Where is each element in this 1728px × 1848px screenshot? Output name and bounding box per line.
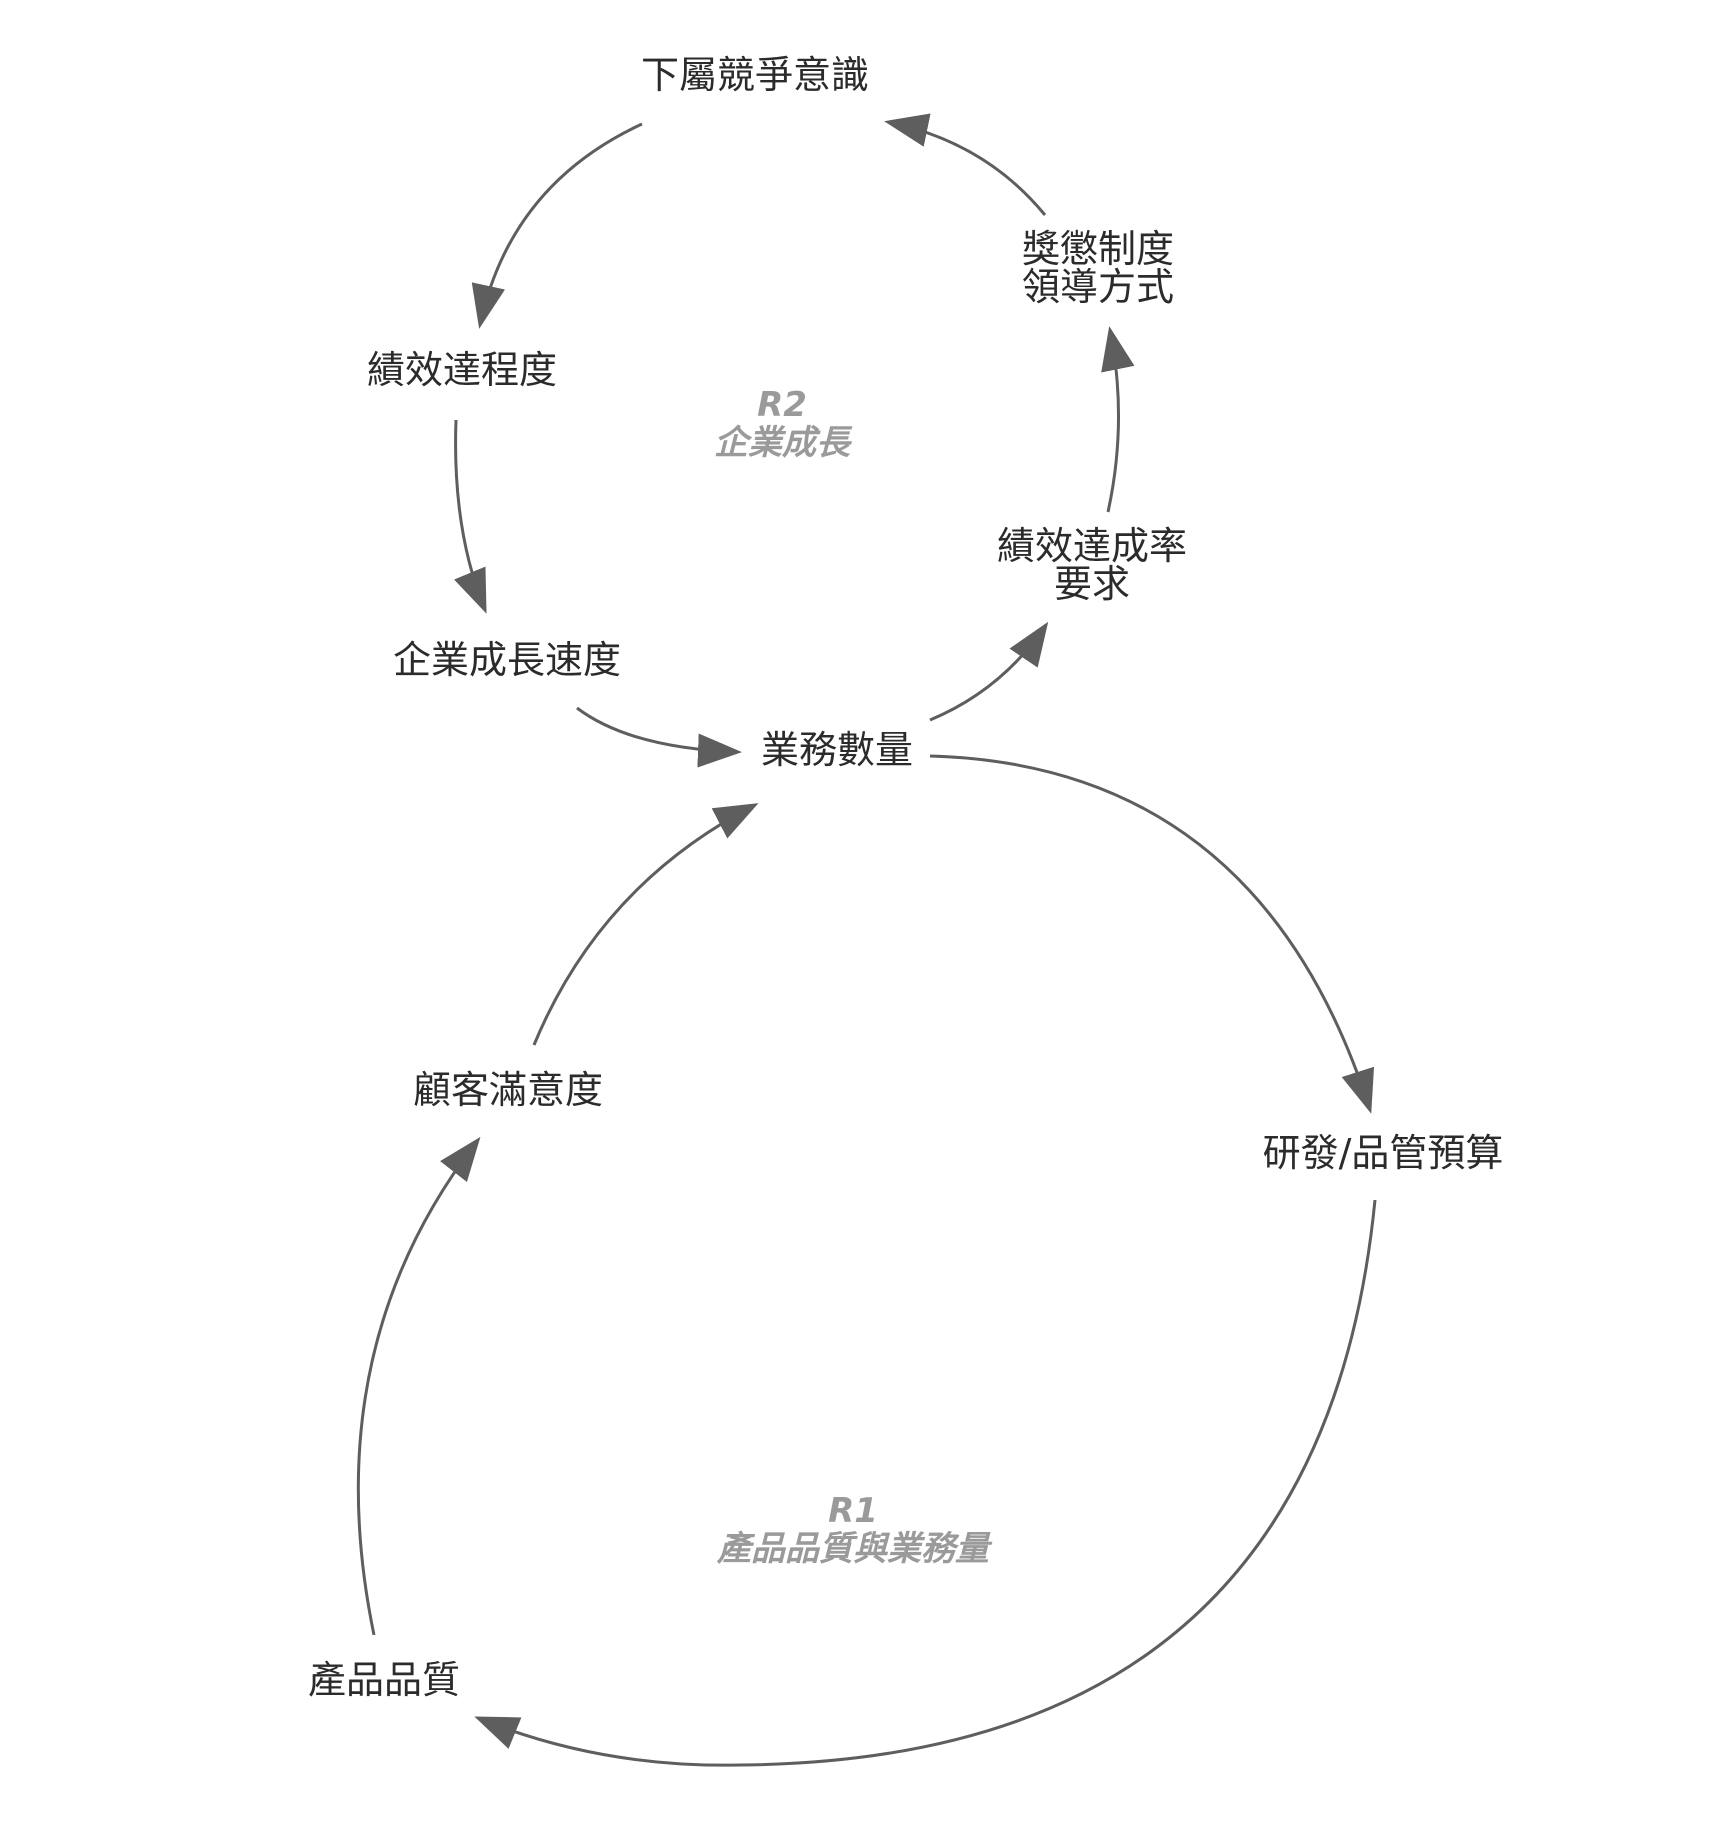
link-budget-to-product-quality bbox=[474, 1199, 1377, 1767]
node-customer-satisfaction: 顧客滿意度 bbox=[412, 1068, 604, 1112]
link-product-quality-to-satisfaction bbox=[356, 1136, 481, 1636]
node-product-quality: 產品品質 bbox=[307, 1658, 461, 1702]
loop-label-r2: R2 企業成長 bbox=[714, 385, 850, 463]
link-performance-rate-to-reward bbox=[1101, 326, 1135, 513]
loop-label-r1: R1 產品品質與業務量 bbox=[717, 1491, 989, 1569]
node-performance-degree: 績效達程度 bbox=[366, 348, 558, 392]
link-business-volume-to-performance-rate bbox=[929, 621, 1049, 722]
link-growth-speed-to-business-volume bbox=[576, 706, 742, 768]
node-growth-speed: 企業成長速度 bbox=[392, 638, 622, 682]
node-subordinate-competition: 下屬競爭意識 bbox=[640, 53, 870, 97]
node-reward-leadership: 獎懲制度 領導方式 bbox=[1021, 227, 1175, 309]
link-reward-to-competition bbox=[884, 113, 1047, 216]
node-rd-qc-budget: 研發/品管預算 bbox=[1262, 1131, 1504, 1175]
link-performance-degree-to-growth-speed bbox=[454, 419, 487, 614]
node-business-volume: 業務數量 bbox=[760, 728, 914, 772]
link-satisfaction-to-business-volume bbox=[532, 803, 759, 1046]
link-competition-to-performance-degree bbox=[471, 122, 643, 329]
node-performance-rate-requirement: 績效達成率 要求 bbox=[996, 524, 1188, 606]
link-business-volume-to-budget bbox=[929, 754, 1375, 1114]
